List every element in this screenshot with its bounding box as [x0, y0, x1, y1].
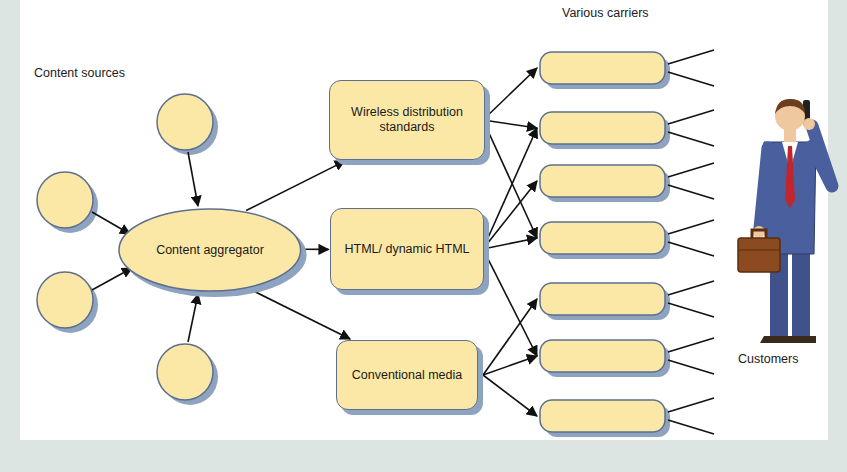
carrier-boxes	[540, 52, 670, 437]
group-label: Various carriers	[562, 6, 649, 20]
group-label: Customers	[738, 352, 798, 366]
group-label: Content sources	[34, 66, 125, 80]
channel-box: HTML/ dynamic HTML	[330, 208, 483, 290]
flow-arrow	[303, 248, 329, 250]
node-text: HTML/ dynamic HTML	[338, 242, 475, 257]
channel-box: Conventional media	[336, 340, 478, 410]
channel-box: Wireless distribution standards	[329, 80, 485, 160]
customer-figure	[738, 99, 832, 343]
carrier-arrows	[483, 50, 714, 434]
flow-arrow	[249, 289, 350, 339]
node-text: Wireless distribution standards	[330, 105, 484, 135]
node-text: Content aggregator	[150, 243, 270, 258]
node-text: Conventional media	[346, 368, 469, 383]
aggregator-ellipse: Content aggregator	[118, 208, 302, 292]
flow-arrow	[246, 161, 345, 210]
